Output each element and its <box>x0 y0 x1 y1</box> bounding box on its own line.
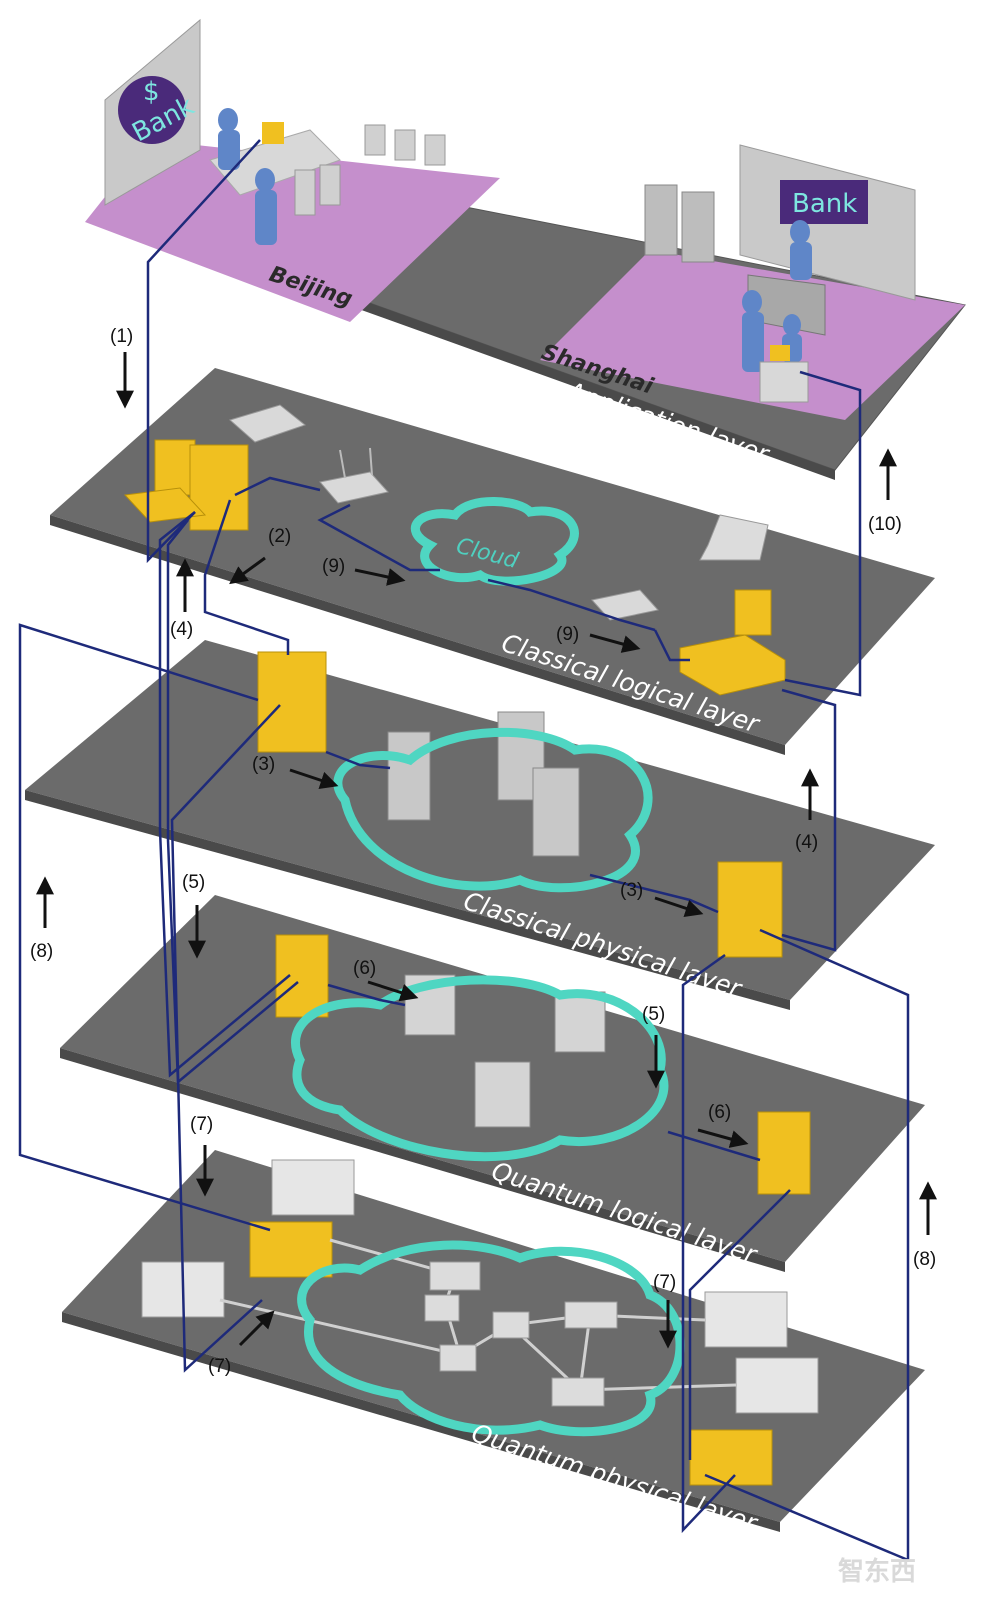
quantum-box-right-1 <box>704 1291 788 1348</box>
yellow-monitor <box>154 439 196 496</box>
watermark: 智东西 <box>838 1556 916 1587</box>
step-label-8a: (8) <box>30 941 53 962</box>
step-label-5b: (5) <box>642 1004 665 1025</box>
bank-round-sign-dollar: $ <box>143 77 160 107</box>
telephone <box>228 404 307 443</box>
server-rack-3 <box>532 767 580 857</box>
step-label-3a: (3) <box>252 754 275 775</box>
arrow-7c <box>238 1310 275 1347</box>
yellow-quantum-box-right <box>689 1429 773 1486</box>
yellow-node-right <box>757 1111 811 1195</box>
quantum-physical-devices <box>141 1159 819 1486</box>
step-label-7a: (7) <box>190 1114 213 1135</box>
step-label-9b: (9) <box>556 624 579 645</box>
classical-physical-devices <box>257 651 783 958</box>
arrow-9a <box>354 568 406 586</box>
yellow-pc-tower <box>189 444 249 531</box>
cloud-ring-quantum-logical <box>291 975 669 1162</box>
beijing-bank-wall: $ Bank <box>104 18 201 206</box>
bank-rect-sign <box>780 180 868 224</box>
beijing-office <box>209 108 446 245</box>
atm-right <box>681 191 715 263</box>
step-labels: (1) (2) (3) (3) (4) (4) (5) (5) (6) (6) … <box>30 326 936 1377</box>
arrow-3a <box>289 768 339 789</box>
classical-logical-devices <box>123 404 786 696</box>
step-label-8b: (8) <box>913 1249 936 1270</box>
router-left <box>319 471 389 504</box>
arrow-3b <box>654 896 704 917</box>
step-label-10: (10) <box>868 514 902 535</box>
arrow-9b <box>589 633 641 653</box>
quantum-box-top <box>271 1159 355 1216</box>
bank-round-sign <box>118 76 186 144</box>
arrow-2 <box>229 556 266 585</box>
arrow-6b <box>697 1128 749 1148</box>
router-right <box>591 589 659 621</box>
step-label-7c: (7) <box>208 1356 231 1377</box>
step-label-4a: (4) <box>170 619 193 640</box>
arrow-6a <box>367 980 419 1002</box>
yellow-node-left <box>275 934 329 1018</box>
yellow-server-right <box>717 861 783 958</box>
step-label-5a: (5) <box>182 872 205 893</box>
connection-lines <box>18 139 910 1562</box>
bank-rect-sign-label: Bank <box>792 189 857 219</box>
quantum-computer-3 <box>474 1061 531 1128</box>
classical-physical-layer-plane <box>25 640 935 1010</box>
step-label-9a: (9) <box>322 556 345 577</box>
quantum-computer-2 <box>554 991 606 1053</box>
step-label-3b: (3) <box>620 880 643 901</box>
step-arrows <box>36 352 937 1349</box>
cloud-ring-quantum-physical <box>297 1240 685 1437</box>
cloud-ring-classical-logical <box>411 497 579 586</box>
server-rack-1 <box>387 731 431 821</box>
cloud-ring-classical-physical <box>333 727 653 893</box>
yellow-server-left <box>257 651 327 753</box>
step-label-1: (1) <box>110 326 133 347</box>
step-label-6a: (6) <box>353 958 376 979</box>
step-label-6b: (6) <box>708 1102 731 1123</box>
yellow-quantum-box-left <box>249 1221 333 1278</box>
beijing-floor <box>85 140 500 322</box>
laptop <box>699 514 769 561</box>
quantum-box-right-2 <box>735 1357 819 1414</box>
shanghai-bank: Bank <box>644 144 916 403</box>
step-label-4b: (4) <box>795 832 818 853</box>
step-label-7b: (7) <box>653 1272 676 1293</box>
atm-left <box>644 184 678 256</box>
step-label-2: (2) <box>268 526 291 547</box>
quantum-logical-devices <box>275 934 811 1195</box>
